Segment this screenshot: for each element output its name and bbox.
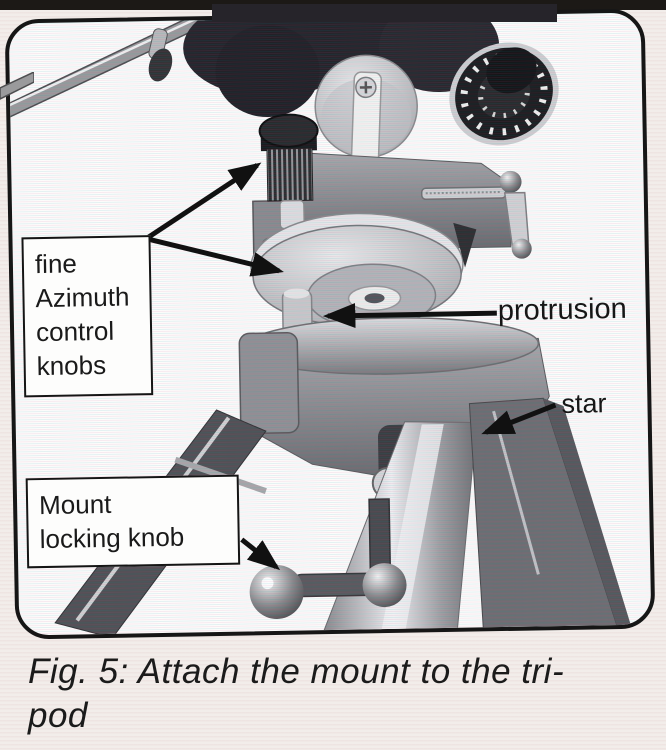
label-line: control bbox=[35, 315, 115, 348]
label-line: Mount bbox=[38, 488, 112, 521]
label-line: locking knob bbox=[39, 521, 185, 555]
label-protrusion: protrusion bbox=[497, 292, 628, 328]
label-line: Azimuth bbox=[35, 281, 130, 314]
label-star: star bbox=[561, 388, 607, 419]
arrow-protrusion bbox=[322, 303, 497, 329]
label-line: fine bbox=[34, 248, 78, 280]
arrow-star bbox=[481, 402, 557, 435]
figure-frame: fine Azimuth control knobs Mount locking… bbox=[4, 8, 656, 640]
arrow-azimuth-upper bbox=[147, 162, 262, 240]
arrow-mount-locking bbox=[240, 537, 281, 571]
caption-line-1: Fig. 5: Attach the mount to the tri- bbox=[28, 652, 565, 691]
mount-head-bleed bbox=[212, 4, 557, 22]
arrow-azimuth-lower bbox=[147, 236, 284, 277]
label-mount-locking-knob: Mount locking knob bbox=[25, 474, 241, 569]
label-line: knobs bbox=[36, 349, 107, 382]
counterweight-rod-bleed bbox=[0, 72, 34, 100]
label-fine-azimuth-control-knobs: fine Azimuth control knobs bbox=[21, 235, 154, 398]
caption-line-2: pod bbox=[28, 696, 88, 735]
figure-caption: Fig. 5: Attach the mount to the tri- pod bbox=[28, 650, 648, 738]
